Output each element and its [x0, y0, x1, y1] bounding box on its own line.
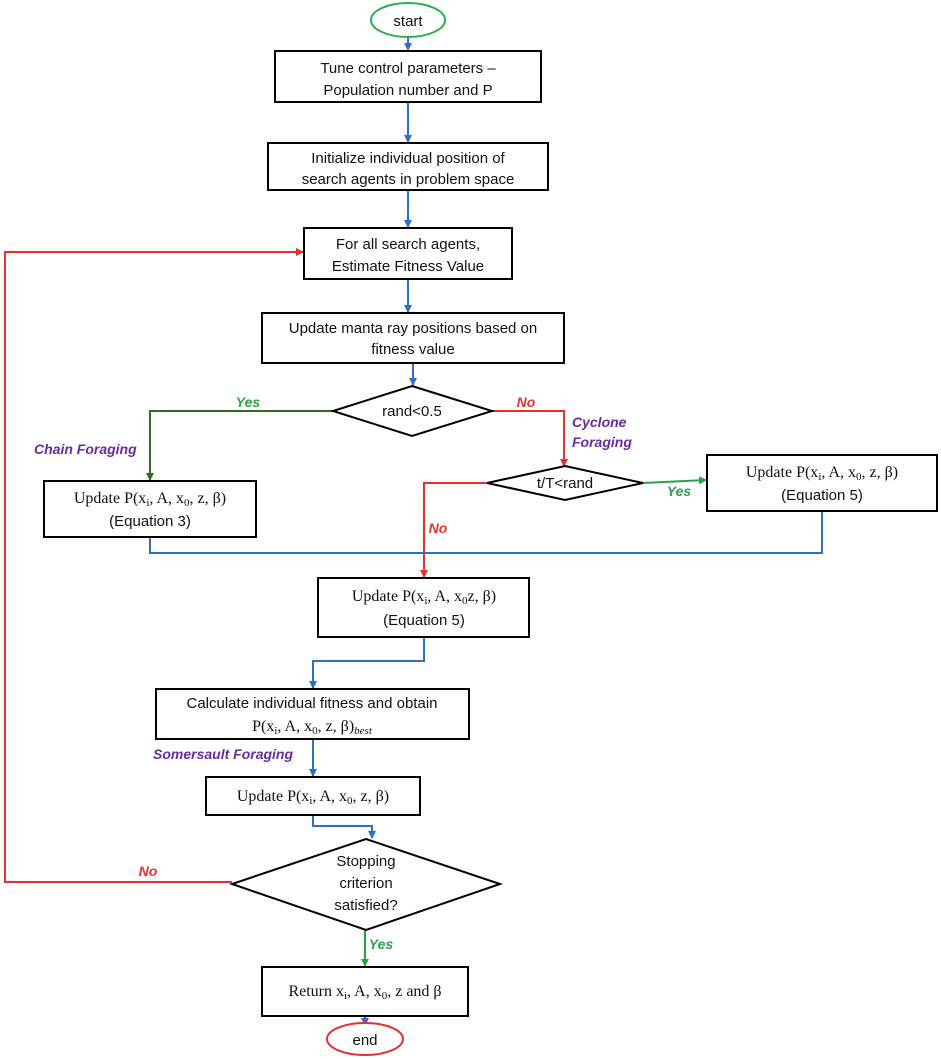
chain-update-box: Update P(xi, A, x0, z, β) (Equation 3) [43, 480, 257, 538]
decision-stopping: Stopping criterion satisfied? [228, 837, 504, 932]
arrow-somersault-to-stop [312, 815, 376, 839]
cyclone-update-box: Update P(xi, A, x0, z, β) (Equation 5) [706, 454, 938, 512]
chain-update-equation: (Equation 3) [109, 513, 191, 530]
update-pos-line2: fitness value [371, 341, 454, 358]
somersault-foraging-label: Somersault Foraging [153, 746, 293, 762]
calc-line1: Calculate individual fitness and obtain [187, 695, 438, 712]
stop-line2: criterion [339, 875, 392, 892]
chain-update-formula: Update P(xi, A, x0, z, β) [74, 490, 226, 509]
connectors [4, 37, 823, 1026]
initialize-box: Initialize individual position of search… [267, 142, 549, 191]
no-label-t: No [429, 520, 448, 536]
arrow-no-to-cyclone [492, 410, 568, 467]
end-label: end [352, 1032, 377, 1049]
middle-update-box: Update P(xi, A, x0z, β) (Equation 5) [317, 577, 530, 638]
update-pos-line1: Update manta ray positions based on [289, 320, 538, 337]
calculate-fitness-box: Calculate individual fitness and obtain … [155, 688, 470, 740]
decision-t: t/T<rand [486, 464, 644, 502]
calc-formula: P(xi, A, x0, z, β)best [252, 718, 373, 737]
yes-label-t: Yes [667, 483, 692, 499]
merge-line-left [149, 537, 424, 554]
merge-line-right [424, 511, 823, 554]
return-formula: Return xi, A, x0, z and β [288, 983, 441, 1002]
stop-line3: satisfied? [334, 897, 397, 914]
return-box: Return xi, A, x0, z and β [261, 966, 469, 1017]
decision-t-label: t/T<rand [537, 475, 593, 492]
chain-foraging-label: Chain Foraging [34, 441, 137, 457]
end-node: end [326, 1022, 404, 1056]
tune-line1: Tune control parameters – [320, 60, 496, 77]
somersault-update-formula: Update P(xi, A, x0, z, β) [237, 788, 389, 807]
cyclone-label-line1: Cyclone [572, 414, 627, 430]
update-positions-box: Update manta ray positions based on fitn… [261, 312, 565, 364]
fitness-line2: Estimate Fitness Value [332, 258, 484, 275]
cyclone-label-line2: Foraging [572, 434, 632, 450]
no-label-rand: No [517, 394, 536, 410]
fitness-line1: For all search agents, [336, 236, 480, 253]
tune-parameters-box: Tune control parameters – Population num… [274, 50, 542, 103]
tune-line2: Population number and P [323, 82, 492, 99]
middle-update-equation: (Equation 5) [383, 612, 465, 629]
init-line1: Initialize individual position of [311, 150, 505, 167]
start-label: start [393, 13, 423, 30]
cyclone-update-formula: Update P(xi, A, x0, z, β) [746, 464, 898, 483]
start-node: start [370, 2, 446, 38]
arrow-no-loop-back [4, 248, 304, 883]
yes-label-rand: Yes [236, 394, 261, 410]
middle-update-formula: Update P(xi, A, x0z, β) [352, 588, 496, 607]
arrow-yes-to-chain [146, 410, 333, 481]
stop-line1: Stopping [336, 853, 395, 870]
init-line2: search agents in problem space [302, 171, 515, 188]
somersault-update-box: Update P(xi, A, x0, z, β) [205, 776, 421, 816]
cyclone-update-equation: (Equation 5) [781, 487, 863, 504]
decision-rand: rand<0.5 [329, 384, 496, 438]
arrow-no-to-middle-update [420, 482, 487, 578]
arrow-yes-to-cyclone-update [642, 476, 707, 485]
estimate-fitness-box: For all search agents, Estimate Fitness … [303, 227, 513, 280]
decision-rand-label: rand<0.5 [382, 403, 442, 420]
yes-label-stop: Yes [369, 936, 394, 952]
arrow-middle-to-calc [309, 637, 425, 689]
no-label-stop: No [139, 863, 158, 879]
